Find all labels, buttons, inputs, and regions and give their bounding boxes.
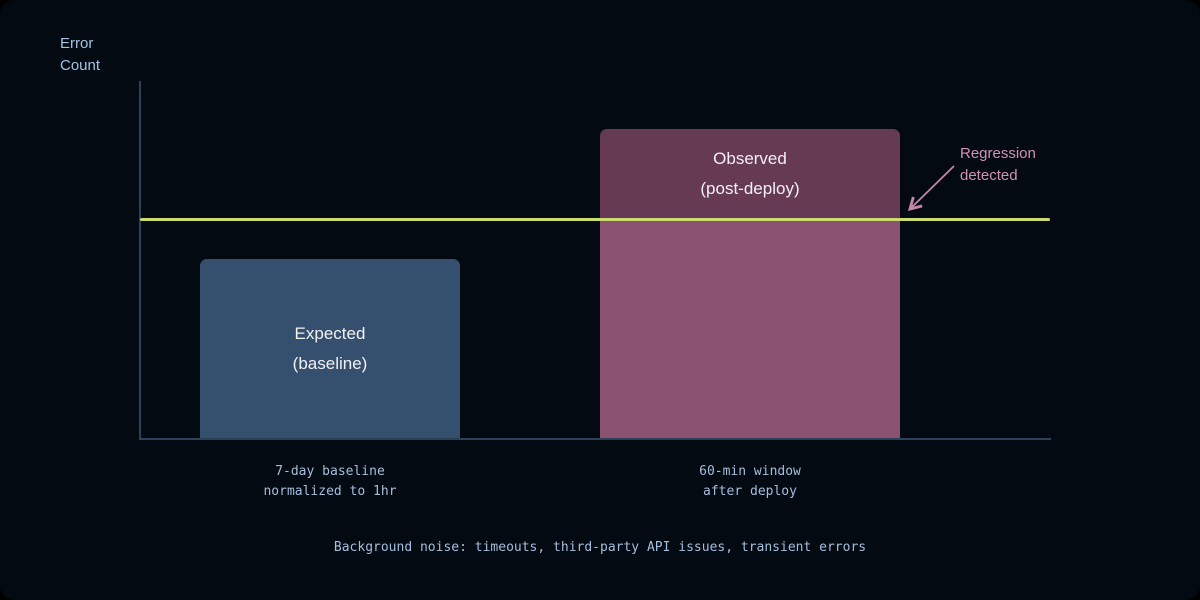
expected-bar: Expected (baseline) <box>200 259 460 438</box>
observed-bar-label: Observed (post-deploy) <box>700 149 800 198</box>
regression-arrow-icon <box>907 165 955 211</box>
x-tick-expected: 7-day baseline normalized to 1hr <box>263 464 397 499</box>
regression-annotation-label: Regression detected <box>960 145 1036 184</box>
observed-bar-above-threshold: Observed (post-deploy) <box>600 129 900 219</box>
threshold-line <box>140 218 1050 221</box>
x-axis-line <box>139 438 1051 440</box>
chart-caption: Background noise: timeouts, third-party … <box>333 540 867 555</box>
y-axis-title: Error Count <box>60 35 101 74</box>
expected-bar-label: Expected (baseline) <box>292 323 368 373</box>
y-axis-line <box>139 81 141 440</box>
x-tick-observed: 60-min window after deploy <box>699 464 801 499</box>
observed-bar-below-threshold <box>600 219 900 438</box>
